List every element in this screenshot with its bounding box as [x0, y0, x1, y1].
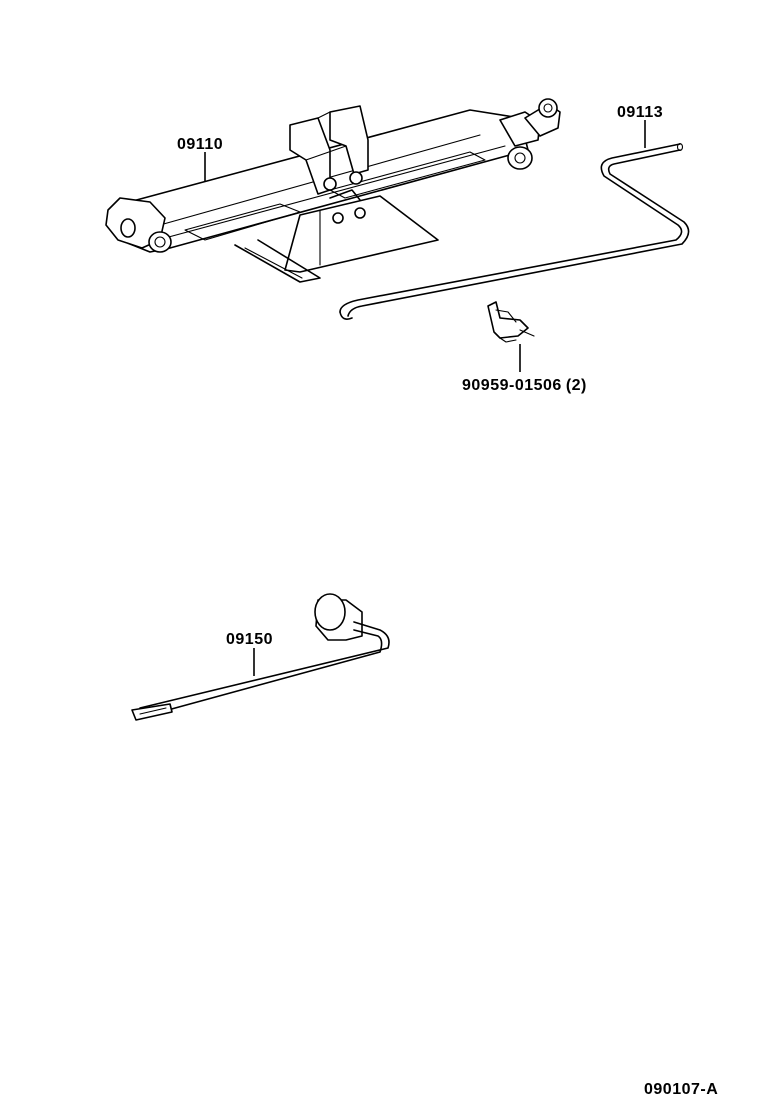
scissor-jack-illustration — [105, 98, 561, 283]
part-number-09113[interactable]: 09113 — [617, 104, 663, 121]
part-number-09110[interactable]: 09110 — [177, 136, 223, 153]
lug-wrench-illustration — [131, 593, 390, 721]
clamp-illustration — [487, 301, 535, 343]
figure-id: 090107-A — [644, 1081, 718, 1098]
jack-handle-illustration — [339, 142, 690, 320]
part-number-09150[interactable]: 09150 — [226, 631, 273, 648]
part-number-90959-01506[interactable]: 90959-01506(2) — [462, 377, 587, 394]
